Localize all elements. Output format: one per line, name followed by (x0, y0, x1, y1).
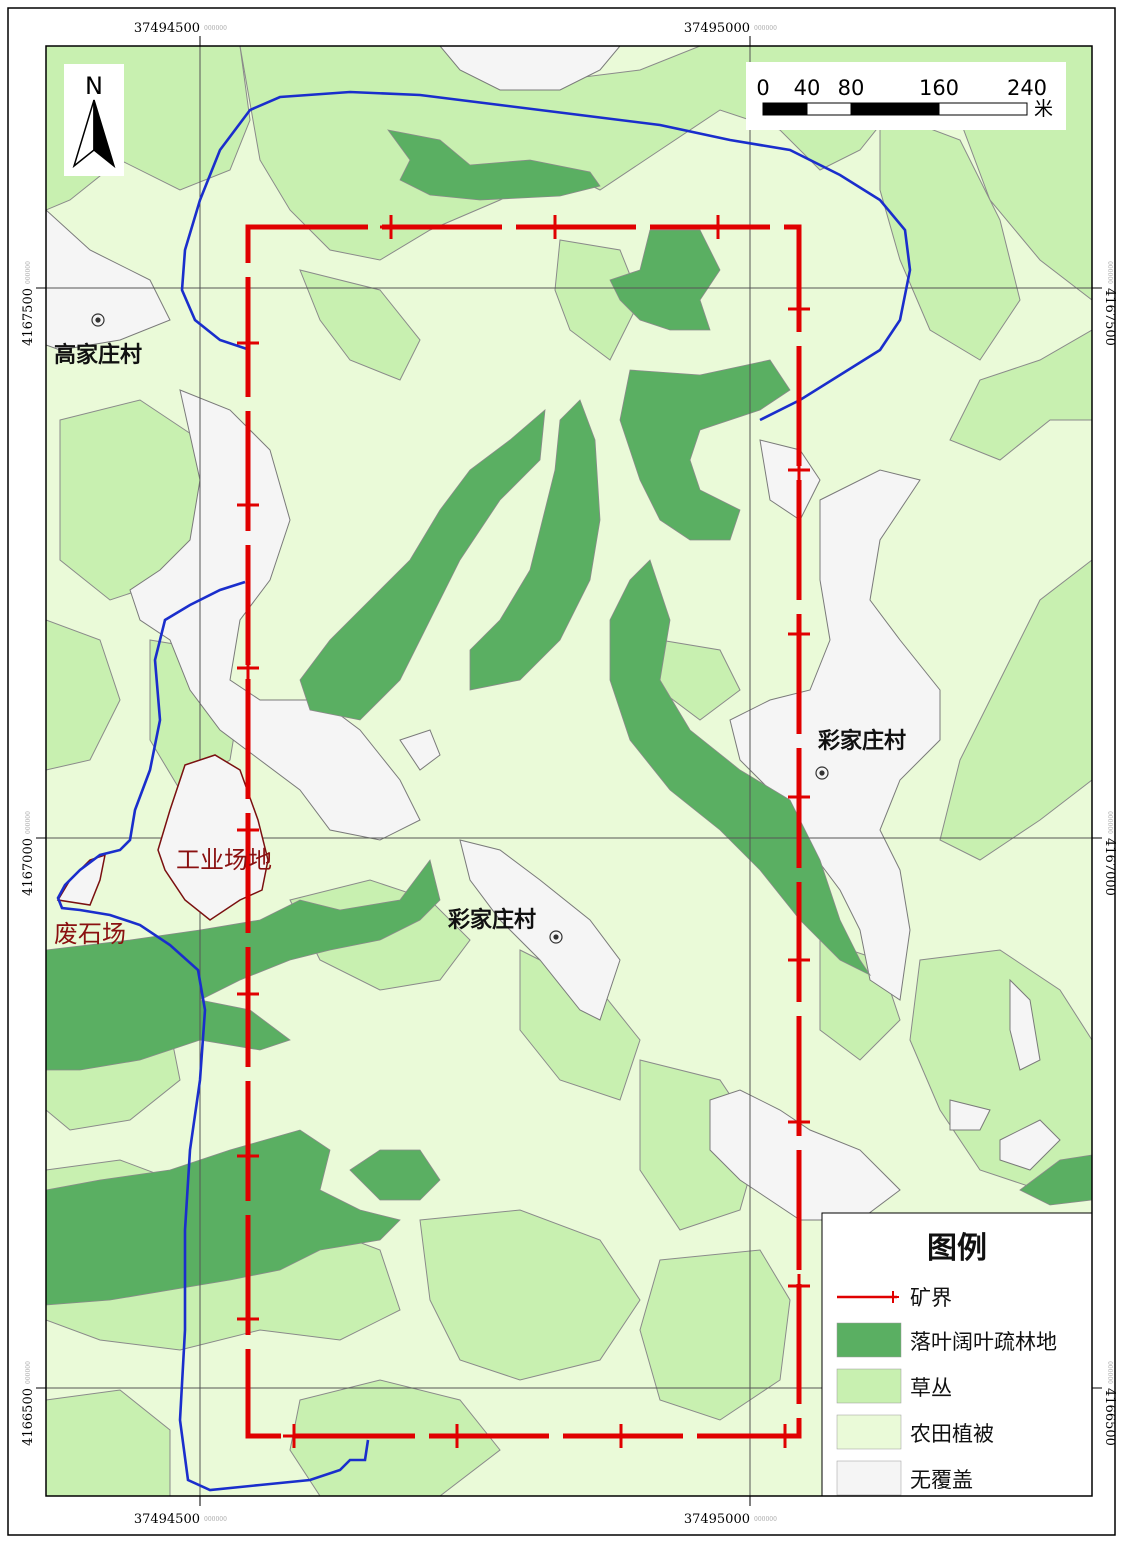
coord-y-mid-left: 4167000 (21, 838, 36, 896)
svg-text:000000: 000000 (1106, 261, 1113, 284)
svg-text:000000: 000000 (25, 261, 32, 284)
svg-text:000000: 000000 (1106, 811, 1113, 834)
legend-title: 图例 (927, 1231, 987, 1266)
coord-y-mid-right: 4167000 (1102, 838, 1117, 896)
label-industrial-site: 工业场地 (176, 846, 272, 874)
coord-y-bottom-right: 4166500 (1102, 1388, 1117, 1446)
label-gaojia-village: 高家庄村 (54, 342, 142, 368)
svg-text:000000: 000000 (25, 1361, 32, 1384)
coord-y-top-right: 4167500 (1102, 288, 1117, 346)
coord-x-left-bottom: 37494500 (134, 1512, 200, 1527)
coord-x-left-top: 37494500 (134, 21, 200, 36)
village-marker-caijia-east (815, 766, 829, 780)
scale-unit: 米 (1034, 98, 1053, 120)
scale-tick-240: 240 (1007, 76, 1047, 100)
svg-text:000000: 000000 (754, 25, 777, 32)
coord-y-bottom-left: 4166500 (21, 1388, 36, 1446)
label-caijia-village-center: 彩家庄村 (447, 907, 536, 933)
legend-label-bare: 无覆盖 (910, 1468, 973, 1492)
svg-text:000000: 000000 (754, 1516, 777, 1523)
legend-swatch-forest (836, 1322, 902, 1358)
edge-ticks (36, 36, 1102, 1506)
svg-text:000000: 000000 (204, 25, 227, 32)
scale-tick-0: 0 (756, 76, 769, 100)
svg-text:000000: 000000 (1106, 1361, 1113, 1384)
north-label: N (85, 72, 103, 100)
legend-label-grass: 草丛 (910, 1376, 952, 1400)
coord-labels-top: 37494500 000000 37495000 000000 (134, 21, 777, 36)
legend-swatch-farmland (836, 1414, 902, 1450)
coord-labels-right: 4167500 000000 4167000 000000 4166500 00… (1102, 261, 1117, 1446)
village-marker-gaojia (91, 313, 105, 327)
scale-tick-40: 40 (794, 76, 821, 100)
legend-swatch-bare (836, 1460, 902, 1496)
coord-x-right-top: 37495000 (684, 21, 750, 36)
mine-boundary-markers (237, 215, 810, 1448)
legend-label-farmland: 农田植被 (910, 1422, 994, 1446)
village-markers (91, 313, 829, 944)
label-caijia-village-east: 彩家庄村 (817, 728, 906, 754)
coord-y-top-left: 4167500 (21, 288, 36, 346)
scale-bar: 0 40 80 160 240 米 (746, 62, 1066, 130)
map-border (45, 45, 1093, 1497)
industrial-site-polygon (157, 754, 269, 921)
scale-tick-80: 80 (838, 76, 865, 100)
village-marker-caijia-center (549, 930, 563, 944)
legend-label-mine-boundary: 矿界 (910, 1286, 952, 1310)
bare-areas (46, 46, 1061, 1221)
legend-label-forest: 落叶阔叶疏林地 (910, 1330, 1057, 1354)
svg-text:000000: 000000 (204, 1516, 227, 1523)
coord-labels-bottom: 37494500 000000 37495000 000000 (134, 1512, 777, 1527)
label-waste-rock-yard: 废石场 (54, 920, 126, 948)
north-arrow: N (64, 64, 124, 176)
legend: 图例 矿界 落叶阔叶疏林地 草丛 农田植被 无覆盖 (821, 1212, 1092, 1496)
coord-labels-left: 4167500 000000 4167000 000000 4166500 00… (21, 261, 36, 1446)
forest-areas (46, 129, 1092, 1306)
legend-swatch-grass (836, 1368, 902, 1404)
map-canvas: 高家庄村 彩家庄村 彩家庄村 工业场地 废石场 N 0 40 80 160 24… (46, 46, 1092, 1496)
scale-tick-160: 160 (919, 76, 959, 100)
svg-text:000000: 000000 (25, 811, 32, 834)
coord-x-right-bottom: 37495000 (684, 1512, 750, 1527)
